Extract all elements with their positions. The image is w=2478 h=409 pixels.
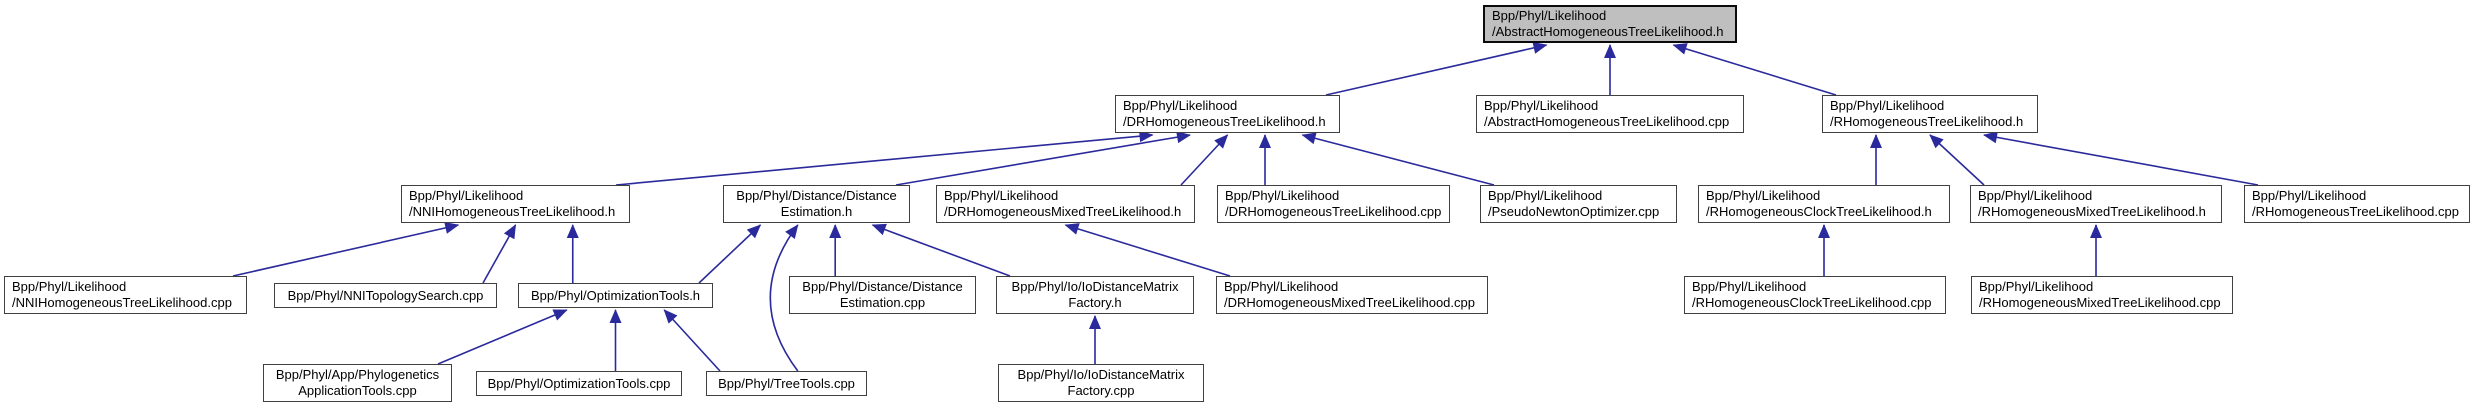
include-edge-opt_h-to-dist_est_h (698, 224, 762, 284)
include-edge-dist_est_h-to-dr_h (895, 131, 1191, 186)
include-edge-treetools_cpp-to-dist_est_h (769, 224, 799, 372)
graph-node-label-line: Bpp/Phyl/Likelihood (12, 279, 127, 294)
graph-node-treetools_cpp[interactable]: Bpp/Phyl/TreeTools.cpp (706, 371, 867, 396)
graph-node-label-line: /DRHomogeneousMixedTreeLikelihood.cpp (1224, 295, 1475, 310)
graph-node-label-line: Bpp/Phyl/Likelihood (1830, 98, 1945, 113)
graph-node-label-line: Bpp/Phyl/Likelihood (944, 188, 1059, 203)
graph-node-label-line: Bpp/Phyl/Likelihood (1692, 279, 1807, 294)
graph-node-label-line: Bpp/Phyl/App/Phylogenetics (275, 367, 440, 382)
graph-node-label-line: /DRHomogeneousTreeLikelihood.h (1123, 114, 1326, 129)
graph-node-nnitopo_cpp[interactable]: Bpp/Phyl/NNITopologySearch.cpp (274, 283, 497, 308)
graph-node-label-line: /RHomogeneousClockTreeLikelihood.h (1706, 204, 1932, 219)
graph-node-label-line: Bpp/Phyl/Likelihood (1978, 188, 2093, 203)
graph-node-pseudo_cpp[interactable]: Bpp/Phyl/Likelihood/PseudoNewtonOptimize… (1480, 185, 1677, 223)
graph-node-label-line: /PseudoNewtonOptimizer.cpp (1488, 204, 1660, 219)
graph-node-label-line: Bpp/Phyl/Likelihood (1123, 98, 1238, 113)
graph-node-label-line: Estimation.h (780, 204, 853, 219)
graph-node-label-line: /DRHomogeneousTreeLikelihood.cpp (1225, 204, 1442, 219)
graph-node-label-line: /DRHomogeneousMixedTreeLikelihood.h (944, 204, 1182, 219)
include-edge-drmixed_cpp-to-drmixed_h (1064, 223, 1231, 277)
graph-node-label-line: Bpp/Phyl/OptimizationTools.cpp (487, 375, 671, 391)
graph-node-label-line: Bpp/Phyl/TreeTools.cpp (718, 375, 855, 391)
include-edge-treetools_cpp-to-opt_h (663, 309, 721, 372)
graph-node-label-line: Bpp/Phyl/Io/IoDistanceMatrix (1011, 279, 1179, 294)
graph-node-label-line: /RHomogeneousClockTreeLikelihood.cpp (1692, 295, 1932, 310)
include-edge-nni_h-to-dr_h (615, 130, 1154, 186)
graph-node-label-line: Bpp/Phyl/Likelihood (1706, 188, 1821, 203)
graph-node-label-line: /NNIHomogeneousTreeLikelihood.cpp (12, 295, 232, 310)
graph-node-dr_cpp[interactable]: Bpp/Phyl/Likelihood/DRHomogeneousTreeLik… (1217, 185, 1450, 223)
include-edge-r_h-to-abstract_h (1672, 43, 1837, 96)
graph-node-label-line: /RHomogeneousMixedTreeLikelihood.h (1978, 204, 2206, 219)
include-edge-iodist_h-to-dist_est_h (871, 223, 1011, 277)
graph-node-r_cpp[interactable]: Bpp/Phyl/Likelihood/RHomogeneousTreeLike… (2244, 185, 2470, 223)
graph-node-label-line: Bpp/Phyl/Likelihood (2252, 188, 2367, 203)
graph-node-label-line: Bpp/Phyl/NNITopologySearch.cpp (287, 287, 484, 303)
graph-node-label-line: /RHomogeneousTreeLikelihood.h (1830, 114, 2024, 129)
include-edge-pseudo_cpp-to-dr_h (1301, 132, 1495, 186)
include-edge-drmixed_h-to-dr_h (1180, 134, 1229, 186)
graph-node-label-line: Estimation.cpp (839, 295, 926, 310)
graph-node-label-line: Bpp/Phyl/Io/IoDistanceMatrix (1017, 367, 1185, 382)
graph-node-abstract_cpp[interactable]: Bpp/Phyl/Likelihood/AbstractHomogeneousT… (1476, 95, 1744, 133)
graph-node-label-line: /RHomogeneousTreeLikelihood.cpp (2252, 204, 2459, 219)
graph-node-nni_h[interactable]: Bpp/Phyl/Likelihood/NNIHomogeneousTreeLi… (401, 185, 630, 223)
graph-node-opt_h[interactable]: Bpp/Phyl/OptimizationTools.h (518, 283, 713, 308)
graph-node-opt_cpp[interactable]: Bpp/Phyl/OptimizationTools.cpp (476, 371, 682, 396)
include-edge-phyloapp_cpp-to-opt_h (437, 309, 568, 365)
graph-node-drmixed_cpp[interactable]: Bpp/Phyl/Likelihood/DRHomogeneousMixedTr… (1216, 276, 1488, 314)
graph-node-label-line: Bpp/Phyl/Distance/Distance (736, 188, 897, 203)
graph-node-label-line: Bpp/Phyl/Likelihood (1492, 8, 1607, 23)
graph-node-label-line: Bpp/Phyl/Likelihood (1224, 279, 1339, 294)
graph-node-drmixed_h[interactable]: Bpp/Phyl/Likelihood/DRHomogeneousMixedTr… (936, 185, 1195, 223)
graph-node-label-line: ApplicationTools.cpp (298, 383, 417, 398)
graph-node-rclock_cpp[interactable]: Bpp/Phyl/Likelihood/RHomogeneousClockTre… (1684, 276, 1946, 314)
graph-node-label-line: /RHomogeneousMixedTreeLikelihood.cpp (1979, 295, 2221, 310)
graph-node-label-line: Bpp/Phyl/OptimizationTools.h (530, 287, 701, 303)
graph-node-label-line: Bpp/Phyl/Distance/Distance (802, 279, 963, 294)
include-edge-nnitopo_cpp-to-nni_h (482, 224, 517, 284)
include-edge-r_cpp-to-r_h (1983, 131, 2259, 186)
graph-node-label-line: Bpp/Phyl/Likelihood (1979, 279, 2094, 294)
graph-node-label-line: /AbstractHomogeneousTreeLikelihood.cpp (1484, 114, 1730, 129)
graph-node-label-line: Bpp/Phyl/Likelihood (1488, 188, 1603, 203)
graph-node-label-line: /AbstractHomogeneousTreeLikelihood.h (1492, 24, 1724, 39)
graph-node-dr_h[interactable]: Bpp/Phyl/Likelihood/DRHomogeneousTreeLik… (1115, 95, 1340, 133)
graph-node-rmixed_cpp[interactable]: Bpp/Phyl/Likelihood/RHomogeneousMixedTre… (1971, 276, 2233, 314)
graph-node-abstract_h: Bpp/Phyl/Likelihood/AbstractHomogeneousT… (1483, 5, 1737, 43)
graph-node-label-line: Bpp/Phyl/Likelihood (409, 188, 524, 203)
graph-node-nni_cpp[interactable]: Bpp/Phyl/Likelihood/NNIHomogeneousTreeLi… (4, 276, 247, 314)
graph-node-r_h[interactable]: Bpp/Phyl/Likelihood/RHomogeneousTreeLike… (1822, 95, 2038, 133)
graph-node-label-line: /NNIHomogeneousTreeLikelihood.h (409, 204, 616, 219)
graph-node-label-line: Bpp/Phyl/Likelihood (1484, 98, 1599, 113)
include-edge-rmixed_h-to-r_h (1929, 134, 1985, 186)
graph-node-rclock_h[interactable]: Bpp/Phyl/Likelihood/RHomogeneousClockTre… (1698, 185, 1950, 223)
include-edge-dr_h-to-abstract_h (1325, 42, 1548, 96)
include-edge-nni_cpp-to-nni_h (232, 222, 460, 277)
graph-node-label-line: Factory.cpp (1067, 383, 1135, 398)
graph-node-label-line: Factory.h (1068, 295, 1122, 310)
graph-node-label-line: Bpp/Phyl/Likelihood (1225, 188, 1340, 203)
graph-node-rmixed_h[interactable]: Bpp/Phyl/Likelihood/RHomogeneousMixedTre… (1970, 185, 2222, 223)
